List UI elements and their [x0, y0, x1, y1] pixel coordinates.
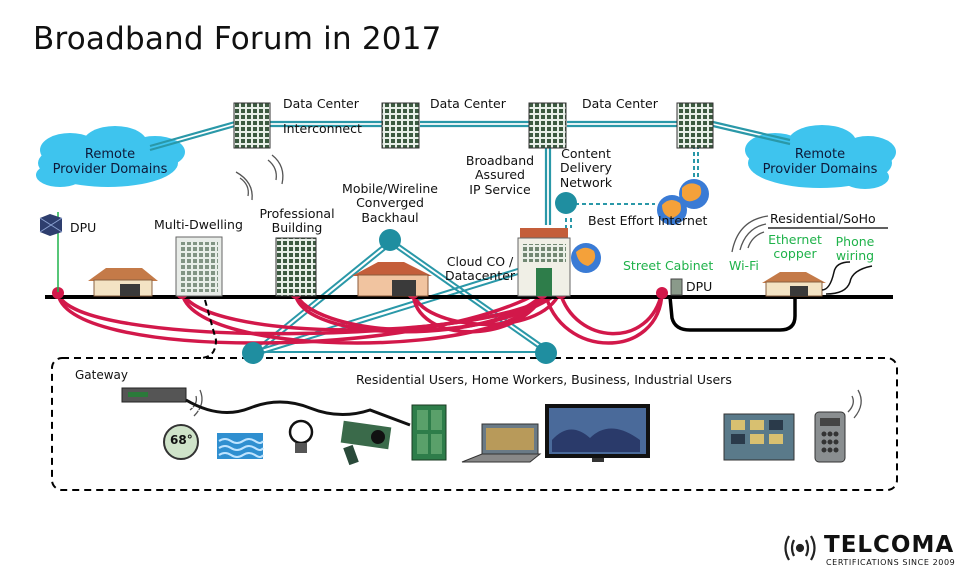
- data-center-label-1: Data Center: [283, 96, 359, 111]
- remote-control-icon: [814, 411, 846, 463]
- smart-door-icon: [411, 404, 447, 461]
- best-effort-internet-label: Best Effort Internet: [588, 213, 708, 228]
- datacenter-rack-1: [233, 102, 271, 149]
- remote-provider-label-left: Remote Provider Domains: [52, 147, 168, 177]
- remote-provider-cloud-left: [36, 126, 185, 187]
- residential-soho-label: Residential/SoHo: [770, 211, 876, 226]
- data-center-label-3: Data Center: [582, 96, 658, 111]
- phone-wiring-label: Phone wiring: [835, 234, 875, 264]
- wireless-waves: [189, 154, 862, 419]
- cloud-co-label: Cloud CO / Datacenter: [444, 254, 516, 284]
- professional-building: [275, 237, 317, 297]
- datacenter-rack-4: [676, 102, 714, 149]
- content-delivery-label: Content Delivery Network: [559, 146, 613, 190]
- interconnect-label: Interconnect: [283, 121, 362, 136]
- dpu-label-right: DPU: [686, 279, 713, 294]
- house-left: [88, 268, 158, 297]
- remote-provider-label-right: Remote Provider Domains: [762, 147, 878, 177]
- network-nodes: [242, 192, 577, 364]
- dpu-icon: [39, 212, 63, 292]
- thermostat-icon: [163, 424, 199, 460]
- television-icon: [545, 404, 650, 462]
- brand-tagline: CERTIFICATIONS SINCE 2009: [826, 558, 956, 567]
- gateway-cable: [185, 398, 411, 427]
- broadband-assured-label: Broadband Assured IP Service: [465, 153, 535, 197]
- datacenter-rack-2: [381, 102, 420, 149]
- datacenter-rack-3: [528, 102, 567, 149]
- dpu-drop-cable: [668, 296, 797, 332]
- thermostat-reading: 68°: [170, 433, 193, 447]
- light-bulb-icon: [288, 419, 314, 453]
- dashed-links: [565, 145, 699, 228]
- page-title: Broadband Forum in 2017: [33, 21, 442, 57]
- house-middle: [352, 262, 432, 297]
- cloud-co-building: [517, 228, 571, 297]
- brand-name: TELCOMA: [824, 532, 955, 558]
- multi-dwelling-building: [175, 236, 223, 297]
- gateway-label: Gateway: [75, 368, 129, 382]
- gateway-device: [121, 387, 187, 403]
- remote-provider-cloud-right: [745, 125, 896, 189]
- house-right: [762, 272, 826, 297]
- dpu-label-left: DPU: [70, 220, 97, 235]
- user-area-frame: [51, 357, 898, 491]
- smart-panel-icon: [723, 413, 795, 461]
- users-label: Residential Users, Home Workers, Busines…: [356, 372, 732, 387]
- telcoma-logo-icon: [784, 535, 816, 561]
- datacenter-interconnect-links: [149, 120, 791, 225]
- gateway-dashed-link: [199, 299, 218, 359]
- professional-building-label: Professional Building: [259, 206, 335, 236]
- security-camera-icon: [340, 420, 392, 466]
- multi-dwelling-label: Multi-Dwelling: [154, 217, 243, 232]
- wifi-label: Wi-Fi: [729, 258, 759, 273]
- street-cabinet-icon: [670, 278, 683, 296]
- ethernet-copper-label: Ethernet copper: [768, 232, 822, 262]
- water-heater-icon: [217, 433, 264, 459]
- internet-globe-icon: [571, 179, 709, 273]
- street-cabinet-label: Street Cabinet: [623, 258, 714, 273]
- home-wiring: [821, 261, 873, 295]
- data-center-label-2: Data Center: [430, 96, 506, 111]
- converged-backhaul-label: Mobile/Wireline Converged Backhaul: [342, 181, 438, 225]
- laptop-icon: [461, 423, 542, 463]
